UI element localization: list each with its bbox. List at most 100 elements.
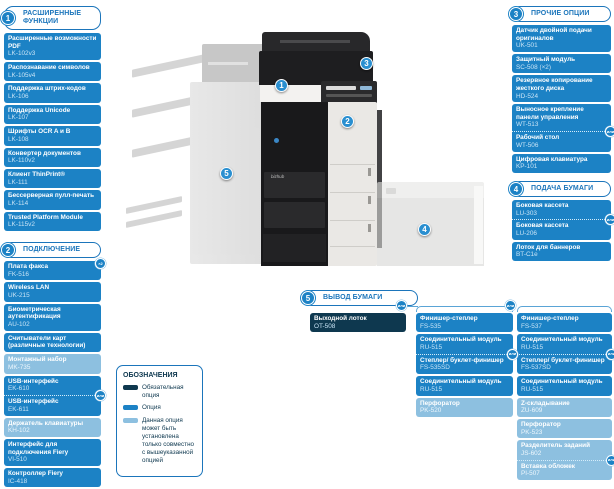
or-badge: или [507, 348, 518, 360]
section-1-number: 1 [1, 11, 15, 26]
control-panel-strip [326, 94, 372, 97]
section-other-options: 3 ПРОЧИЕ ОПЦИИ Датчик двойной подачи ори… [509, 6, 614, 175]
tower-handle [368, 168, 371, 176]
printer-base [263, 234, 326, 262]
section-3-title: ПРОЧИЕ ОПЦИИ [531, 10, 590, 17]
brand-label: bizhub [271, 174, 285, 179]
mandatory-swatch [123, 385, 138, 390]
section-4-title: ПОДАЧА БУМАГИ [531, 185, 594, 192]
section-5-title: ВЫВОД БУМАГИ [323, 294, 383, 301]
legend: ОБОЗНАЧЕНИЯ Обязательная опция Опция Дан… [116, 365, 203, 477]
paper-drawer [264, 202, 325, 228]
section-4-header: 4 ПОДАЧА БУМАГИ [509, 181, 611, 198]
legend-title: ОБОЗНАЧЕНИЯ [123, 372, 178, 379]
tower-seam [330, 246, 375, 247]
tower-seam [330, 192, 375, 193]
finisher-top-detail [208, 62, 248, 65]
section-1-header: 1 РАСШИРЕННЫЕ ФУНКЦИИ [1, 6, 101, 31]
or-badge: или [396, 300, 407, 311]
alt-group-bracket-b [517, 306, 612, 312]
marker-2: 2 [341, 115, 354, 128]
section-1-title: РАСШИРЕННЫЕ ФУНКЦИИ [23, 10, 82, 26]
or-badge: или [505, 300, 516, 311]
tower-handle [368, 196, 371, 204]
legend-entry-option: Опция [123, 404, 197, 412]
x2-badge: ×2 [95, 258, 106, 270]
section-extended-functions: 1 РАСШИРЕННЫЕ ФУНКЦИИ Расширенные возмож… [1, 6, 101, 233]
section-2-title: ПОДКЛЮЧЕНИЕ [23, 246, 81, 253]
section-paper-output-header: 5 ВЫВОД БУМАГИ [301, 290, 418, 309]
control-panel [321, 81, 377, 104]
finisher-output-tray [132, 54, 204, 78]
brand-logo-icon [274, 138, 279, 143]
or-badge: или [605, 126, 614, 138]
right-tower [328, 102, 377, 266]
front-white-band [260, 85, 328, 102]
option-card-readers: Считыватели карт (различные технологии) [4, 332, 101, 353]
side-cassette-strip [474, 186, 483, 264]
finisher-lower-tray [126, 210, 182, 228]
rear-edge [377, 110, 382, 248]
option-swatch [123, 405, 138, 411]
legend-entry-mandatory: Обязательная опция [123, 384, 197, 400]
marker-5: 5 [220, 167, 233, 180]
marker-3: 3 [360, 57, 373, 70]
dependent-swatch [123, 417, 138, 423]
tower-handle [368, 224, 371, 232]
section-2-number: 2 [1, 243, 15, 258]
section-5-number: 5 [301, 291, 315, 306]
marker-4: 4 [418, 223, 431, 236]
printer-illustration: bizhub 1 2 3 4 5 [126, 14, 502, 276]
legend-entry-dependent: Данная опция может быть установлена толь… [123, 417, 197, 466]
section-2-header: 2 ПОДКЛЮЧЕНИЕ [1, 242, 101, 259]
section-3-header: 3 ПРОЧИЕ ОПЦИИ [509, 6, 611, 23]
tower-seam [330, 164, 375, 165]
paper-drawer [264, 172, 325, 198]
side-cassette-top [377, 182, 484, 198]
marker-1: 1 [275, 79, 288, 92]
option-lk-111: Клиент ThinPrint®LK-111 [4, 169, 101, 189]
or-badge: или [606, 454, 614, 466]
tower-seam [330, 220, 375, 221]
control-panel-display [326, 86, 356, 90]
or-badge: или [605, 214, 614, 226]
control-panel-keys [360, 86, 372, 90]
